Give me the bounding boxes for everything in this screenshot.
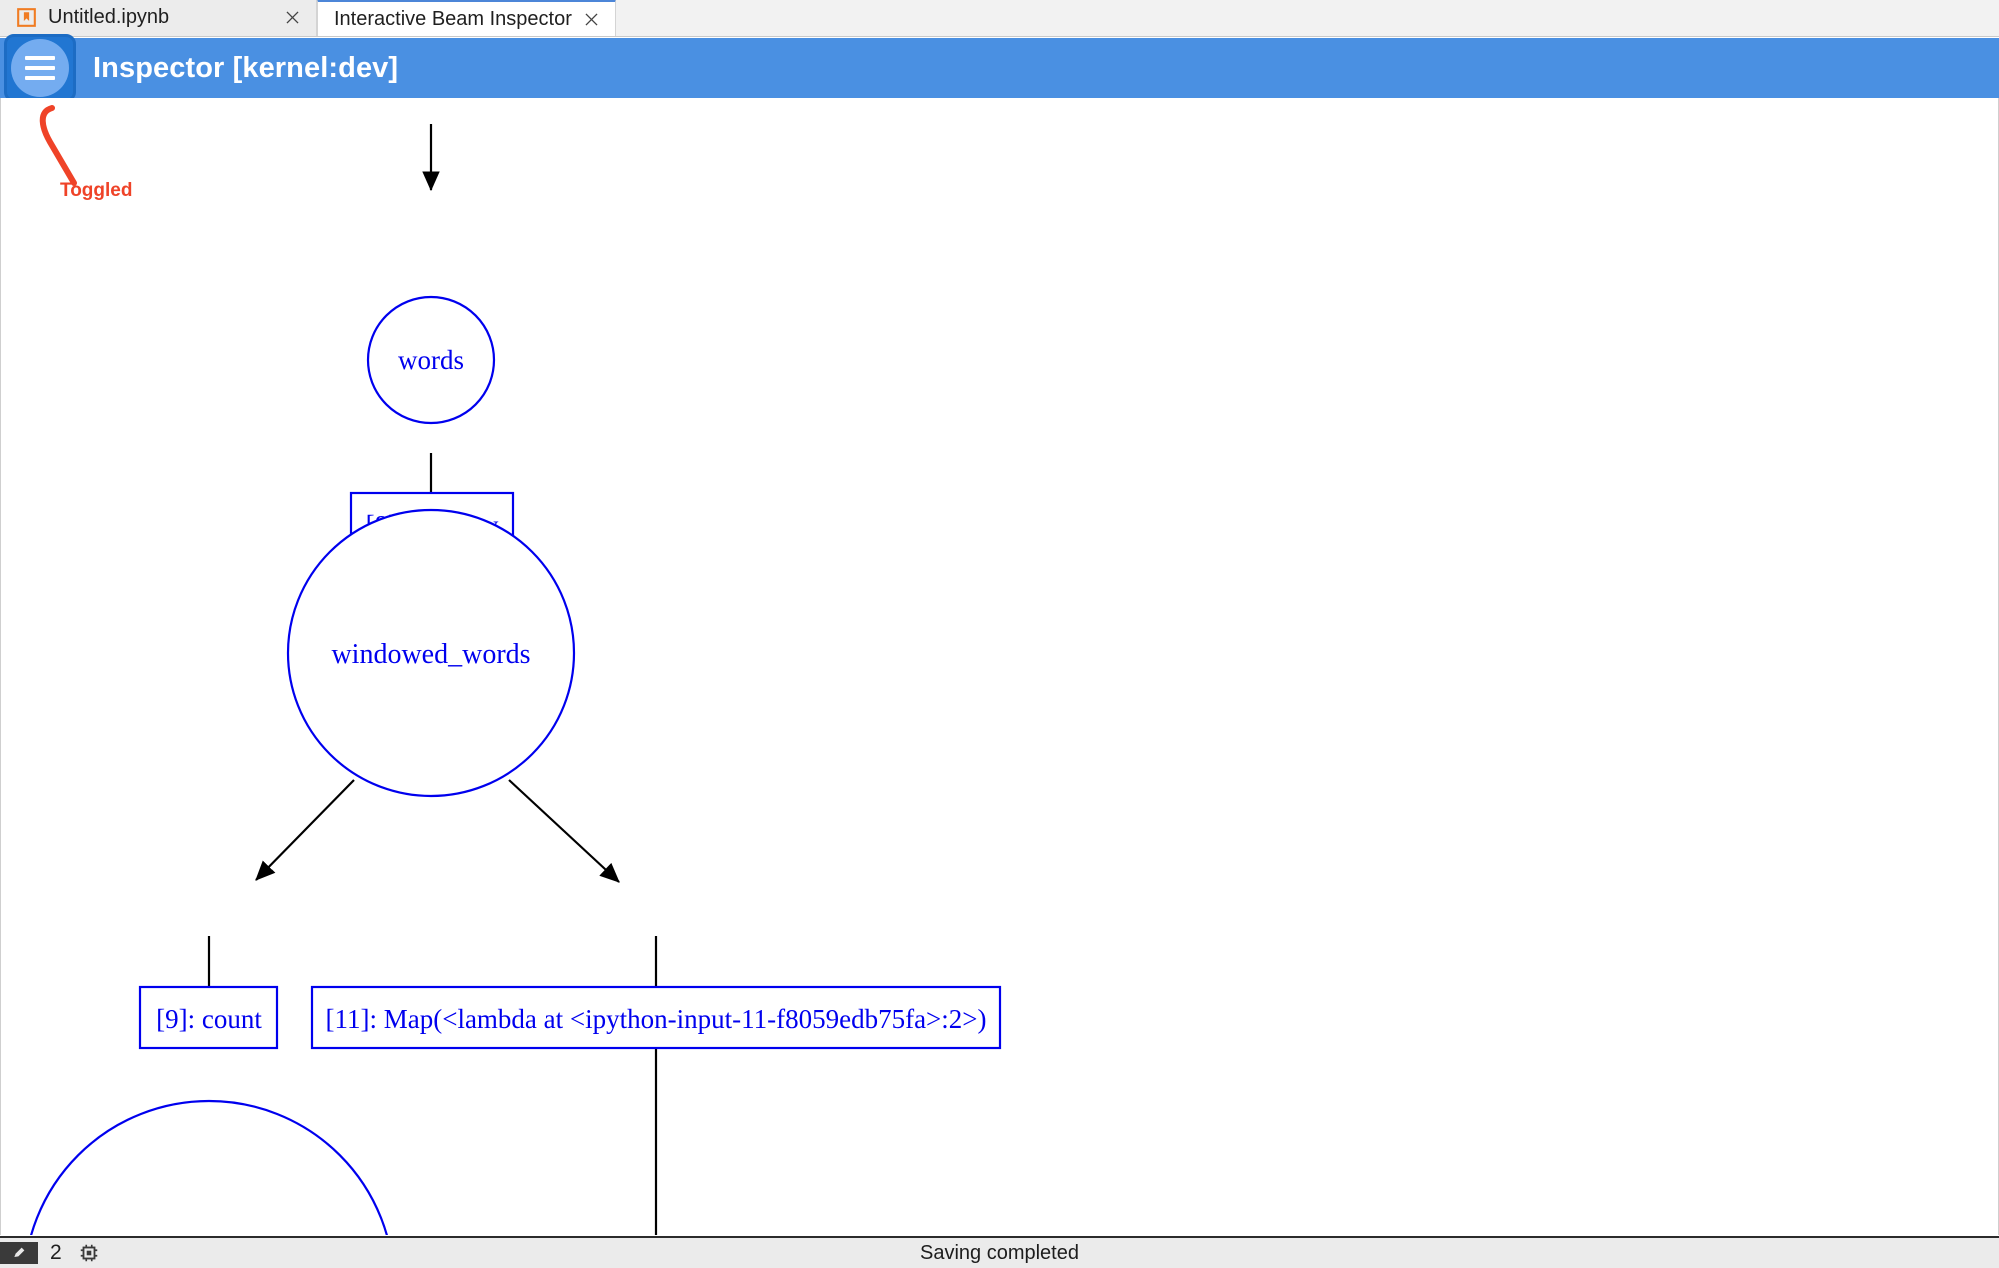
graph-node-count[interactable]: [9]: count [138,985,279,1050]
tab-interactive-beam-inspector[interactable]: Interactive Beam Inspector [317,0,616,36]
pipeline-graph: words [8]: window windowed_words [9]: co… [24,124,1002,1235]
menu-bar-3 [25,76,55,80]
node-label: words [398,345,464,375]
command-mode-icon[interactable] [0,1242,38,1264]
graph-node-windowed-word-counts[interactable]: windowed_word_counts [24,1099,394,1235]
pencil-glyph-icon [14,1247,25,1257]
menu-bar-2 [25,66,55,70]
tab-bar: Untitled.ipynb Interactive Beam Inspecto… [0,0,1999,37]
close-icon[interactable] [283,8,302,27]
edge-windowedwords-map [508,779,620,883]
kernel-count: 2 [50,1241,62,1264]
inspector-header: Inspector [kernel:dev] [0,34,1999,102]
node-label: [11]: Map(<lambda at <ipython-input-11-f… [326,1004,987,1034]
tab-label: Interactive Beam Inspector [334,7,572,30]
hamburger-menu-icon [11,39,69,97]
tab-label: Untitled.ipynb [48,6,170,28]
menu-bar-1 [25,56,55,60]
page-title: Inspector [kernel:dev] [93,51,399,84]
edge-windowedwords-count [255,779,355,881]
graph-node-words[interactable]: words [366,295,496,425]
graph-node-map[interactable]: [11]: Map(<lambda at <ipython-input-11-f… [310,985,1002,1050]
node-label: windowed_words [331,639,530,670]
kernel-cpu-icon[interactable] [78,1242,100,1264]
node-shape [286,508,576,798]
node-shape [30,1099,388,1235]
node-label: [9]: count [156,1004,262,1034]
notebook-icon [17,8,36,27]
close-icon[interactable] [582,10,601,29]
status-bar: Saving completed 2 [0,1236,1999,1268]
node-shape [138,985,279,1050]
node-shape [310,985,1002,1050]
annotation-label: Toggled [60,180,133,201]
node-shape [366,295,496,425]
pipeline-graph-canvas[interactable]: words [8]: window windowed_words [9]: co… [0,98,1999,1235]
status-message: Saving completed [920,1241,1079,1264]
graph-node-windowed-words[interactable]: windowed_words [286,508,576,798]
hamburger-menu-button[interactable] [4,34,76,102]
tab-untitled-ipynb[interactable]: Untitled.ipynb [0,0,317,36]
status-left-group: 2 [0,1238,100,1268]
